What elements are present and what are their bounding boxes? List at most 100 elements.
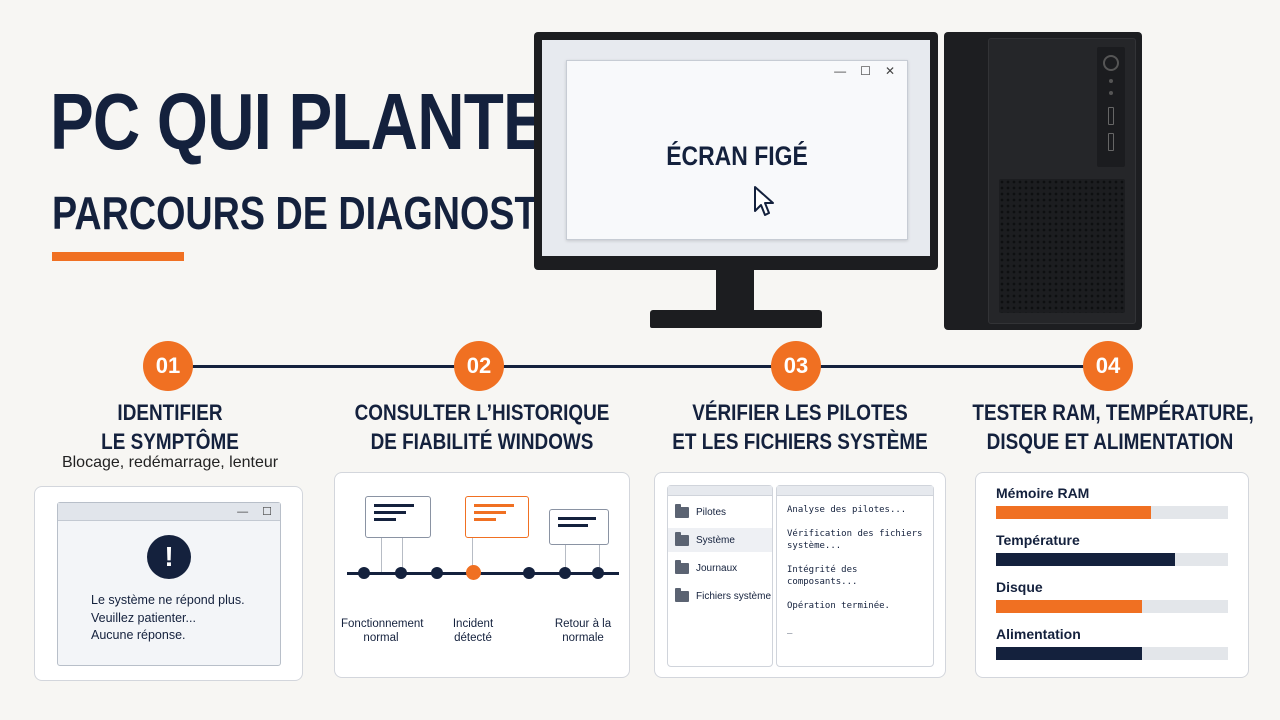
console-line: Opération terminée.	[787, 601, 890, 611]
console-cursor: _	[787, 625, 793, 635]
label-line: détecté	[454, 632, 492, 644]
folder-label: Système	[696, 534, 735, 546]
console-line: Intégrité des composants...	[787, 565, 858, 587]
meter-ram: Mémoire RAM	[996, 485, 1228, 519]
process-timeline	[168, 365, 1108, 368]
meter-fill	[996, 600, 1143, 613]
step-3-badge: 03	[771, 341, 821, 391]
page-subtitle: PARCOURS DE DIAGNOSTIC	[52, 187, 576, 239]
led-icon	[1109, 79, 1113, 83]
dialog-line: Le système ne répond plus.	[91, 593, 245, 607]
timeline-dot	[592, 567, 604, 579]
step-4-badge: 04	[1083, 341, 1133, 391]
event-log-box	[549, 509, 609, 545]
system-files-card: Pilotes Système Journaux Fichiers systèm…	[654, 472, 946, 678]
scan-console: Analyse des pilotes... Vérification des …	[776, 485, 934, 667]
folder-item-pilotes[interactable]: Pilotes	[668, 500, 772, 524]
label-line: normale	[562, 632, 604, 644]
folder-icon	[675, 503, 689, 518]
folder-label: Journaux	[696, 562, 738, 574]
console-line: système...	[787, 541, 842, 551]
minimize-icon: —	[237, 505, 249, 518]
folder-explorer: Pilotes Système Journaux Fichiers systèm…	[667, 485, 773, 667]
led-icon	[1109, 91, 1113, 95]
meter-label: Disque	[996, 579, 1043, 595]
folder-item-journaux[interactable]: Journaux	[668, 556, 772, 580]
meter-track	[996, 600, 1228, 613]
meter-label: Mémoire RAM	[996, 485, 1090, 501]
step-2-title-line: DE FIABILITÉ WINDOWS	[370, 429, 594, 454]
monitor-screen: — ☐ ✕ ÉCRAN FIGÉ	[542, 40, 930, 256]
console-output: Analyse des pilotes... Vérification des …	[777, 496, 933, 644]
step-4-title-line: TESTER RAM, TEMPÉRATURE,	[972, 400, 1254, 425]
frozen-window: — ☐ ✕ ÉCRAN FIGÉ	[566, 60, 908, 240]
step-1-title-line: IDENTIFIER	[117, 400, 223, 425]
label-line: Retour à la	[554, 618, 612, 630]
step-2-title-line: CONSULTER L’HISTORIQUE	[354, 400, 610, 425]
meter-temperature: Température	[996, 532, 1228, 566]
alert-icon: !	[147, 535, 191, 579]
folder-item-systeme[interactable]: Système	[668, 528, 772, 552]
step-4-title: TESTER RAM, TEMPÉRATURE, DISQUE ET ALIME…	[972, 398, 1254, 456]
step-1-badge: 01	[143, 341, 193, 391]
minimize-icon: —	[834, 64, 847, 78]
monitor-base	[650, 310, 822, 328]
timeline-label: Fonctionnement normal	[341, 617, 424, 645]
maximize-icon: ☐	[860, 64, 871, 78]
dialog-line: Aucune réponse.	[91, 628, 186, 642]
page-title: PC QUI PLANTE	[50, 77, 547, 166]
step-1-subtitle: Blocage, redémarrage, lenteur	[61, 454, 279, 471]
label-line: normal	[363, 632, 399, 644]
monitor-stand	[716, 270, 754, 314]
label-line: Fonctionnement	[341, 618, 424, 630]
tower-front-panel	[988, 38, 1136, 324]
meter-label: Température	[996, 532, 1080, 548]
step-3-title-line: ET LES FICHIERS SYSTÈME	[672, 429, 928, 454]
step-1-title: IDENTIFIER LE SYMPTÔME	[41, 398, 299, 456]
dialog-titlebar: — ☐	[58, 503, 280, 521]
close-icon: ✕	[884, 64, 895, 78]
folder-label: Fichiers système	[696, 590, 772, 602]
timeline-label: Retour à la normale	[547, 617, 619, 645]
step-2-title: CONSULTER L’HISTORIQUE DE FIABILITÉ WIND…	[344, 398, 619, 456]
folder-item-fichiers-systeme[interactable]: Fichiers système	[668, 584, 772, 608]
meter-fill	[996, 647, 1143, 660]
meter-power: Alimentation	[996, 626, 1228, 660]
maximize-icon: ☐	[262, 506, 272, 518]
step-3-title: VÉRIFIER LES PILOTES ET LES FICHIERS SYS…	[662, 398, 937, 456]
incident-dot	[466, 565, 481, 580]
unresponsive-dialog: — ☐ ! Le système ne répond plus. Veuille…	[57, 502, 281, 666]
meter-fill	[996, 553, 1175, 566]
meter-track	[996, 506, 1228, 519]
tower-io-panel	[1097, 47, 1125, 167]
console-line: Vérification des fichiers	[787, 529, 923, 539]
monitor-illustration: — ☐ ✕ ÉCRAN FIGÉ	[534, 32, 938, 270]
dialog-line: Veuillez patienter...	[91, 610, 196, 625]
timeline-label: Incident détecté	[437, 617, 509, 645]
folder-icon	[675, 531, 689, 546]
usb-port-icon	[1108, 107, 1114, 125]
frozen-screen-text: ÉCRAN FIGÉ	[666, 141, 808, 171]
dialog-message: Le système ne répond plus. Veuillez pati…	[91, 592, 245, 645]
reliability-timeline	[347, 572, 619, 575]
step-4-title-line: DISQUE ET ALIMENTATION	[986, 429, 1234, 454]
step-3-title-line: VÉRIFIER LES PILOTES	[692, 400, 908, 425]
folder-icon	[675, 559, 689, 574]
timeline-dot	[431, 567, 443, 579]
pc-tower-illustration	[944, 32, 1142, 330]
step-2-badge: 02	[454, 341, 504, 391]
timeline-dot	[358, 567, 370, 579]
tower-grille	[999, 179, 1125, 313]
folder-label: Pilotes	[696, 506, 727, 518]
console-line: Analyse des pilotes...	[787, 505, 907, 515]
mouse-cursor-icon	[754, 186, 774, 216]
timeline-dot	[523, 567, 535, 579]
timeline-dot	[395, 567, 407, 579]
hardware-tests-card: Mémoire RAM Température Disque Alimentat…	[975, 472, 1249, 678]
window-titlebar: — ☐ ✕	[567, 61, 907, 81]
symptom-card: — ☐ ! Le système ne répond plus. Veuille…	[34, 486, 303, 681]
folder-icon	[675, 587, 689, 602]
label-line: Incident	[452, 618, 494, 630]
meter-track	[996, 553, 1228, 566]
meter-track	[996, 647, 1228, 660]
